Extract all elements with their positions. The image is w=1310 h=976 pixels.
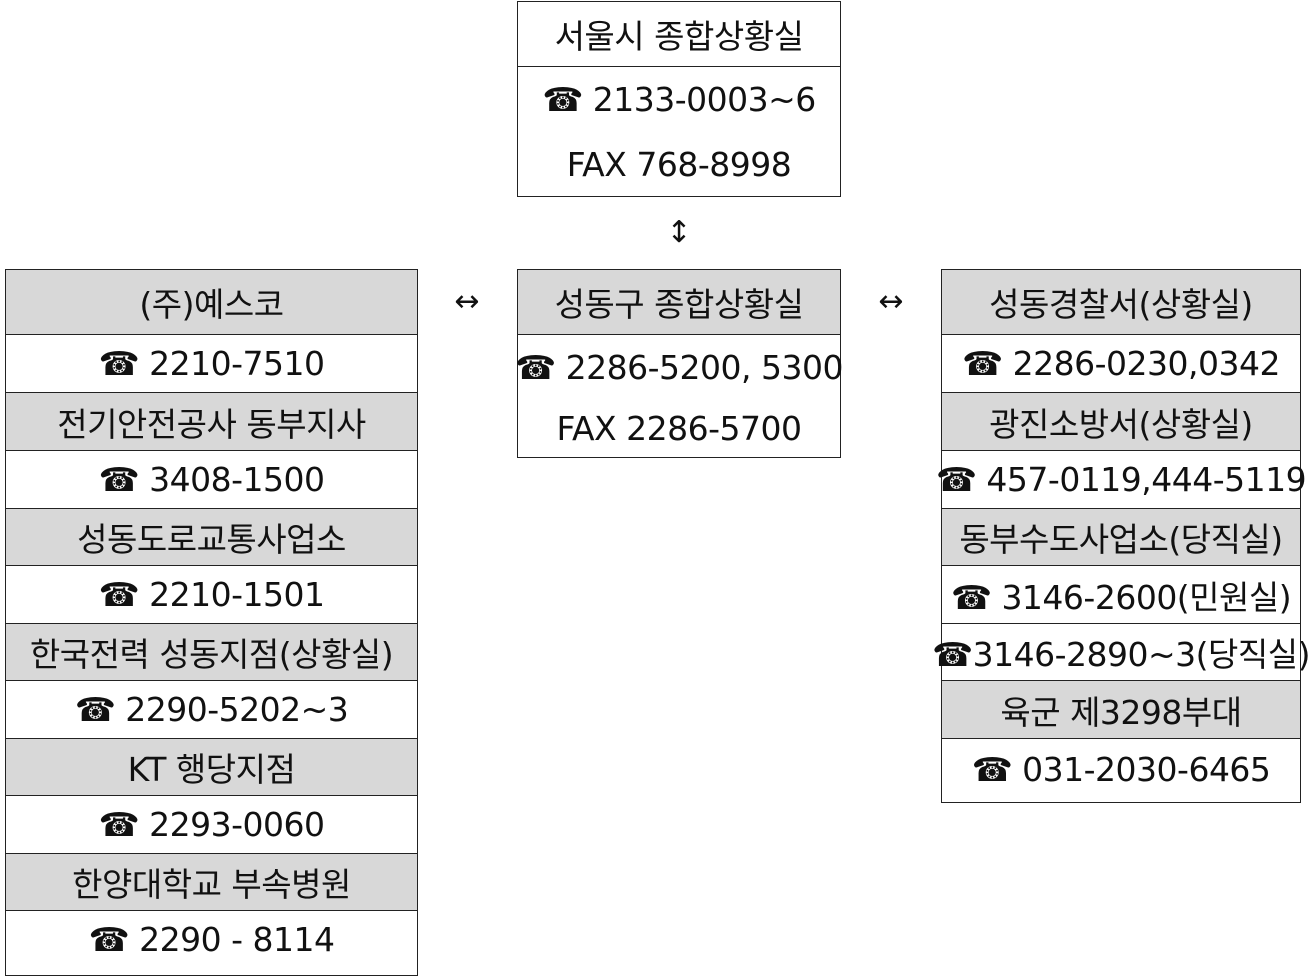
agency-phone: ☎ 2290-5202~3 <box>6 681 417 739</box>
agency-phone: ☎ 2210-7510 <box>6 335 417 393</box>
right-agencies-box: 성동경찰서(상황실) ☎ 2286-0230,0342 광진소방서(상황실) ☎… <box>932 269 1310 803</box>
agency-phone: ☎ 2286-0230,0342 <box>942 335 1300 393</box>
agency-title: KT 행당지점 <box>6 739 417 796</box>
agency-title: 성동도로교통사업소 <box>6 509 417 566</box>
seongdong-situation-room-box: 성동구 종합상황실 ☎ 2286-5200, 5300 FAX 2286-570… <box>515 269 843 458</box>
agency-title: 육군 제3298부대 <box>942 681 1300 739</box>
seongdong-situation-room-phone: ☎ 2286-5200, 5300 <box>515 347 843 387</box>
agency-phone-secondary: ☎3146-2890~3(당직실) <box>932 624 1310 681</box>
agency-title: 한국전력 성동지점(상황실) <box>6 624 417 681</box>
agency-phone: ☎ 031-2030-6465 <box>971 750 1271 789</box>
seoul-situation-room-title: 서울시 종합상황실 <box>518 2 840 67</box>
seoul-situation-room-box: 서울시 종합상황실 ☎ 2133-0003~6 FAX 768-8998 <box>517 1 841 197</box>
agency-phone: ☎ 3408-1500 <box>6 451 417 509</box>
agency-title: 광진소방서(상황실) <box>942 393 1300 451</box>
seongdong-situation-room-fax: FAX 2286-5700 <box>556 408 803 448</box>
agency-phone: ☎ 3146-2600(민원실) <box>942 566 1300 624</box>
agency-phone: ☎ 457-0119,444-5119 <box>936 451 1307 509</box>
agency-phone: ☎ 2293-0060 <box>6 796 417 854</box>
left-double-arrow: ↔ <box>454 284 480 319</box>
seoul-situation-room-phone: ☎ 2133-0003~6 <box>542 80 816 119</box>
agency-title: 한양대학교 부속병원 <box>6 854 417 911</box>
seoul-situation-room-fax: FAX 768-8998 <box>566 144 792 184</box>
agency-title: 동부수도사업소(당직실) <box>942 509 1300 566</box>
agency-phone: ☎ 2290 - 8114 <box>88 919 335 959</box>
agency-phone: ☎ 2210-1501 <box>6 566 417 624</box>
agency-title: 전기안전공사 동부지사 <box>6 393 417 451</box>
agency-title: 성동경찰서(상황실) <box>942 270 1300 335</box>
right-double-arrow: ↔ <box>878 284 904 319</box>
vertical-double-arrow: ↕ <box>666 215 692 250</box>
agency-title: (주)예스코 <box>6 270 417 335</box>
left-agencies-box: (주)예스코 ☎ 2210-7510 전기안전공사 동부지사 ☎ 3408-15… <box>5 269 418 976</box>
seongdong-situation-room-title: 성동구 종합상황실 <box>518 270 840 335</box>
